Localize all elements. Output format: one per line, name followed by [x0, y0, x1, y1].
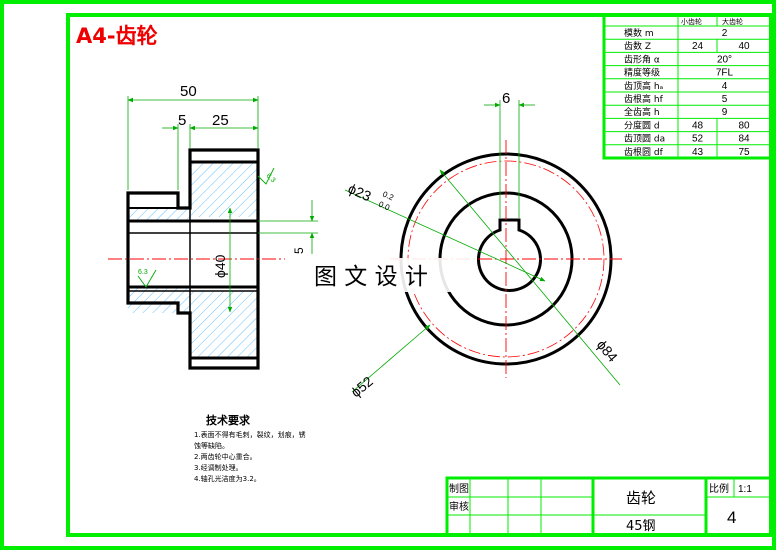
tb-drawn-label: 制图 [449, 482, 469, 495]
param-label: 齿形角 α [624, 53, 660, 65]
tb-sheet-number: 4 [727, 508, 736, 527]
col-small-gear: 小齿轮 [681, 17, 702, 26]
roughness-symbol-top: 6.3 [257, 167, 277, 185]
dim-25: 25 [212, 112, 229, 129]
watermark-text: 图 文 设 计 [314, 264, 428, 290]
dim-tol-upper: 0.2 [381, 190, 395, 203]
inner-frame [66, 13, 773, 537]
param-value-large: 84 [738, 134, 750, 145]
param-value: 20° [717, 54, 732, 65]
col-large-gear: 大齿轮 [722, 17, 743, 26]
param-value-small: 43 [692, 147, 704, 158]
dim-dia23: ϕ23 [346, 180, 374, 204]
tech-line-2: 蚀等缺陷。 [194, 441, 229, 450]
param-label: 齿数 Z [624, 40, 651, 52]
svg-text:6.3: 6.3 [138, 269, 148, 276]
param-label: 模数 m [624, 27, 654, 39]
section-view: 50 5 25 ϕ40 5 6.3 6.3 [108, 83, 318, 370]
param-label: 齿根圆 df [624, 146, 664, 158]
hatch-upper [128, 162, 258, 221]
dim-5-vertical: 5 [292, 247, 306, 254]
param-value-small: 48 [692, 120, 704, 131]
dim-5: 5 [178, 112, 186, 129]
tech-heading: 技术要求 [206, 413, 251, 427]
dim-50: 50 [180, 83, 197, 100]
param-label: 精度等级 [624, 67, 660, 79]
param-value-small: 24 [692, 41, 704, 52]
tech-line-5: 4.轴孔光洁度为3.2。 [194, 474, 261, 483]
param-value-large: 80 [738, 120, 750, 131]
bore-keyway [477, 218, 542, 293]
title-block: 制图 审核 齿轮 45钢 比例 1:1 4 [445, 476, 773, 537]
tech-line-1: 1.表面不得有毛刺，裂纹，划痕，锈 [194, 430, 306, 439]
svg-text:6.3: 6.3 [265, 172, 277, 184]
technical-requirements: 技术要求 1.表面不得有毛刺，裂纹，划痕，锈 蚀等缺陷。 2.两齿轮中心重合。 … [194, 413, 306, 483]
tb-scale-label: 比例 [709, 482, 729, 495]
param-value-large: 40 [738, 41, 750, 52]
param-label: 齿顶高 hₐ [624, 80, 663, 92]
hatch-lower [128, 287, 258, 358]
param-value-small: 52 [692, 134, 704, 145]
roughness-symbol-bore: 6.3 [137, 269, 157, 288]
front-view: 6 ϕ23 0.2 0.0 ϕ52 ϕ84 [344, 90, 622, 400]
tb-scale-value: 1:1 [738, 484, 752, 495]
param-value: 4 [722, 81, 728, 92]
tb-material: 45钢 [626, 519, 656, 534]
dim-keyway-6: 6 [502, 90, 510, 107]
tb-part-name: 齿轮 [626, 489, 656, 507]
tech-line-3: 2.两齿轮中心重合。 [194, 452, 257, 461]
param-label: 全齿高 h [624, 106, 660, 118]
dim-dia84: ϕ84 [594, 337, 621, 365]
param-value: 2 [722, 28, 728, 39]
tb-checked-label: 审核 [449, 500, 469, 513]
param-value-large: 75 [738, 147, 750, 158]
tech-line-4: 3.经调制处理。 [194, 463, 243, 472]
dim-dia52: ϕ52 [348, 373, 376, 400]
drawing-title: A4-齿轮 [76, 24, 158, 48]
param-value: 9 [722, 107, 728, 118]
param-label: 分度圆 d [624, 119, 660, 131]
param-value: 7FL [716, 68, 734, 79]
param-label: 齿根高 hf [624, 93, 664, 105]
dim-tol-lower: 0.0 [377, 200, 391, 213]
param-value: 5 [722, 94, 728, 105]
param-label: 齿顶圆 da [624, 134, 665, 145]
dim-dia40: ϕ40 [212, 254, 228, 278]
